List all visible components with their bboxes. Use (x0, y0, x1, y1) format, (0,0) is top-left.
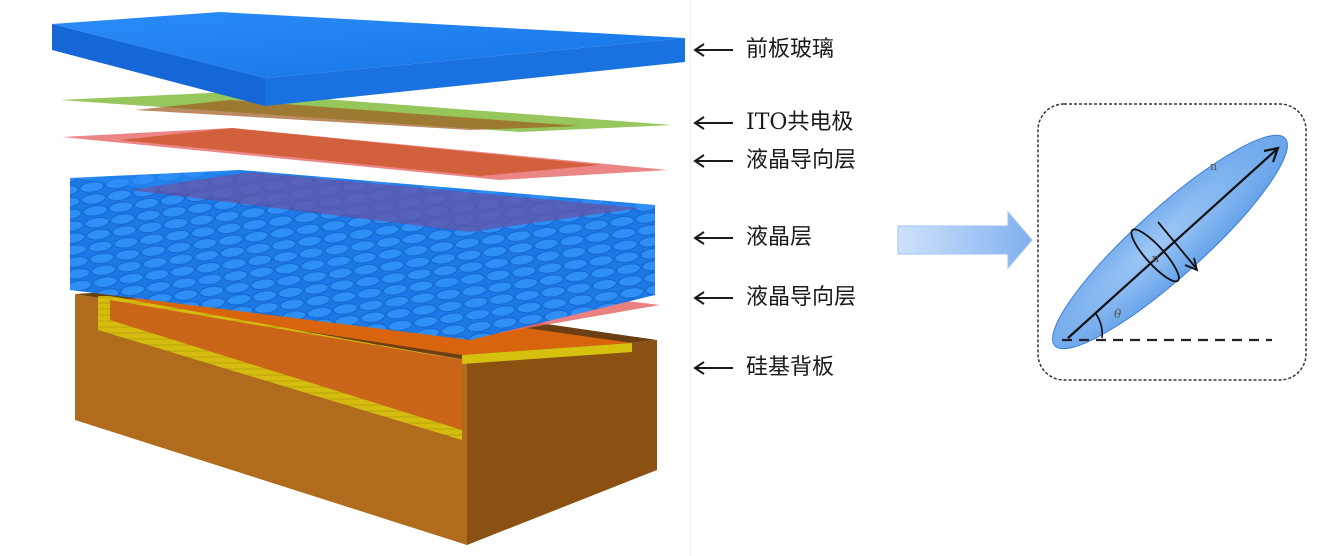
front-glass-layer (52, 12, 685, 106)
label-ito-electrode: ITO共电极 (746, 110, 854, 135)
label-arrows (693, 43, 733, 375)
zoom-arrow (897, 210, 1033, 270)
label-lc-alignment-bottom: 液晶导向层 (746, 285, 857, 310)
symbol-n-middle: n (1152, 252, 1159, 265)
panel-divider (690, 0, 691, 556)
molecule-detail-inset: n n θ (1037, 103, 1307, 381)
ito-electrode-layer (60, 92, 672, 132)
arrow-lc-alignment-bottom (693, 291, 733, 305)
arrow-lc-alignment-top (693, 154, 733, 168)
liquid-crystal-layer (70, 170, 655, 340)
label-lc-layer: 液晶层 (746, 225, 813, 250)
lc-alignment-top-layer (62, 128, 668, 180)
arrow-lc-layer (693, 231, 733, 245)
symbol-theta: θ (1114, 307, 1122, 321)
label-front-glass: 前板玻璃 (746, 37, 835, 62)
symbol-n-top: n (1210, 160, 1217, 173)
arrow-ito-electrode (693, 116, 733, 130)
arrow-silicon-backplane (693, 361, 733, 375)
silicon-backplane-layer (75, 283, 657, 545)
label-lc-alignment-top: 液晶导向层 (746, 148, 857, 173)
label-silicon-backplane: 硅基背板 (746, 355, 835, 380)
arrow-front-glass (693, 43, 733, 57)
